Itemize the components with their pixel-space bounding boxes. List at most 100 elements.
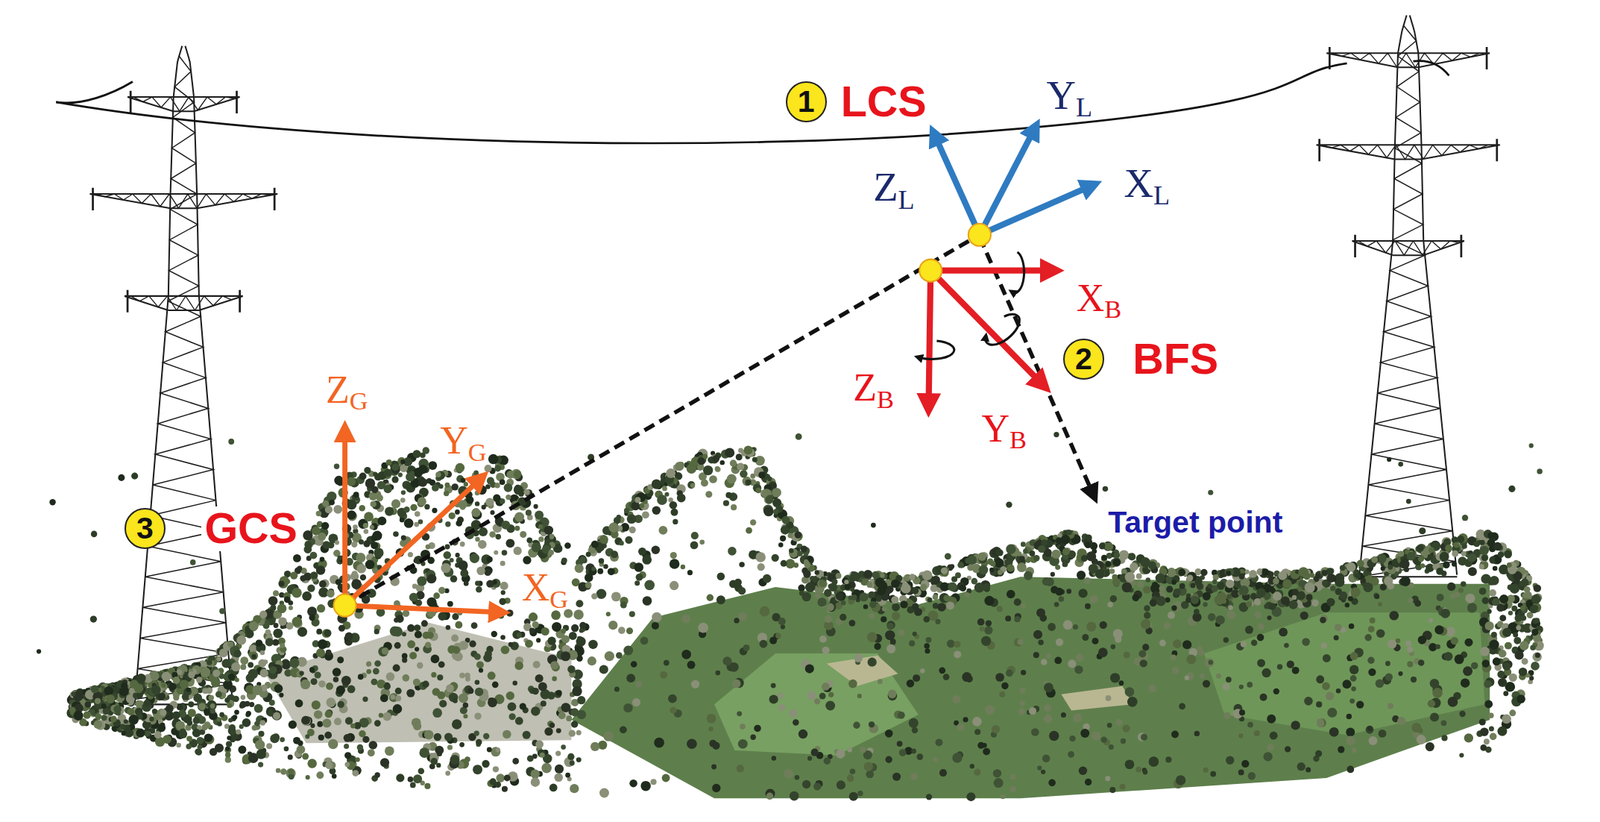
cloud-point: [1067, 750, 1075, 758]
cloud-point: [720, 460, 725, 465]
cloud-point: [313, 709, 323, 719]
cloud-point: [260, 650, 265, 655]
cloud-point: [257, 659, 267, 668]
cloud-point: [897, 711, 906, 719]
cloud-point: [471, 621, 478, 629]
cloud-point: [865, 770, 874, 779]
cloud-point: [288, 605, 294, 610]
cloud-point: [311, 700, 321, 710]
cloud-point: [886, 620, 895, 629]
cloud-point: [1269, 731, 1278, 740]
cloud-point: [493, 550, 499, 555]
cloud-point: [1395, 638, 1401, 643]
cloud-point: [1066, 588, 1072, 594]
insulator: [93, 187, 276, 211]
cloud-point: [705, 490, 713, 498]
cloud-point: [1385, 660, 1391, 666]
cloud-point: [334, 717, 342, 725]
cloud-point: [926, 636, 932, 643]
cloud-point: [762, 574, 772, 584]
cloud-point: [953, 640, 961, 648]
cloud-point: [1043, 703, 1052, 712]
cloud-point: [814, 697, 821, 704]
cloud-point: [475, 738, 482, 745]
cloud-point: [884, 756, 892, 763]
cloud-point: [553, 689, 562, 698]
cloud-point: [1109, 786, 1116, 793]
cloud-point: [1197, 645, 1203, 651]
cloud-point: [853, 653, 863, 663]
cloud-point: [1315, 700, 1322, 707]
cloud-point: [235, 729, 241, 735]
ground-patch: [571, 576, 1490, 798]
cloud-point: [485, 497, 494, 506]
arm-chord: [1316, 144, 1501, 159]
cloud-point: [1365, 725, 1375, 734]
cloud-point: [798, 729, 809, 739]
cloud-point: [1268, 603, 1276, 610]
cloud-point: [686, 738, 698, 749]
cloud-point: [733, 617, 739, 623]
cloud-point: [512, 680, 517, 686]
cloud-point: [841, 577, 849, 584]
cloud-point: [963, 716, 969, 722]
cloud-point: [1261, 668, 1271, 677]
cloud-point: [1467, 602, 1477, 613]
cloud-point: [1031, 727, 1040, 736]
cloud-point: [565, 715, 572, 721]
cloud-point: [332, 667, 342, 677]
cloud-point: [460, 568, 469, 578]
cloud-point: [1368, 668, 1376, 676]
cloud-point: [1304, 696, 1313, 706]
arm-lattice: [1322, 144, 1489, 159]
cloud-point: [1468, 566, 1477, 576]
cloud-point: [491, 630, 498, 637]
cloud-point: [362, 696, 368, 702]
sand-patch: [1060, 685, 1133, 711]
cloud-point: [418, 767, 425, 774]
cloud-point: [726, 473, 737, 484]
cloud-point: [703, 465, 713, 475]
cloud-point: [501, 589, 506, 595]
cloud-point: [916, 753, 924, 760]
cloud-point: [591, 592, 598, 599]
cloud-point: [946, 638, 956, 648]
cloud-point: [1245, 625, 1254, 634]
cloud-point: [372, 667, 380, 674]
cloud-point: [1306, 593, 1313, 601]
arm-lattice: [1332, 52, 1480, 68]
cloud-point: [629, 779, 637, 787]
cloud-point: [736, 764, 745, 772]
insulator: [130, 90, 237, 114]
cloud-point: [571, 624, 579, 632]
cloud-point: [650, 778, 657, 785]
cloud-point: [522, 555, 531, 564]
cloud-point: [448, 512, 456, 519]
cloud-point: [185, 743, 192, 750]
cloud-point: [802, 779, 811, 789]
cloud-point: [911, 726, 918, 733]
cloud-point: [1254, 729, 1261, 736]
cloud-point: [1136, 572, 1143, 579]
cloud-point: [474, 536, 480, 542]
cloud-point: [514, 525, 520, 531]
cloud-point: [278, 692, 284, 698]
cloud-point: [924, 647, 930, 654]
cloud-point: [569, 760, 575, 766]
cloud-point: [495, 773, 505, 783]
cloud-point: [1479, 744, 1487, 751]
cloud-point: [1464, 638, 1473, 647]
cloud-point: [1492, 565, 1498, 572]
cloud-point: [432, 707, 443, 718]
cloud-point: [427, 460, 437, 470]
cloud-point: [1067, 659, 1076, 668]
pylon-lattice: [1359, 25, 1456, 577]
cloud-point: [631, 501, 641, 511]
cloud-point: [923, 642, 929, 648]
pylon-arm: [1316, 138, 1501, 162]
cloud-point: [366, 661, 372, 667]
cloud-point: [1019, 700, 1025, 706]
cloud-point: [603, 563, 608, 569]
cloud-point: [1135, 766, 1142, 773]
cloud-point: [943, 594, 950, 602]
